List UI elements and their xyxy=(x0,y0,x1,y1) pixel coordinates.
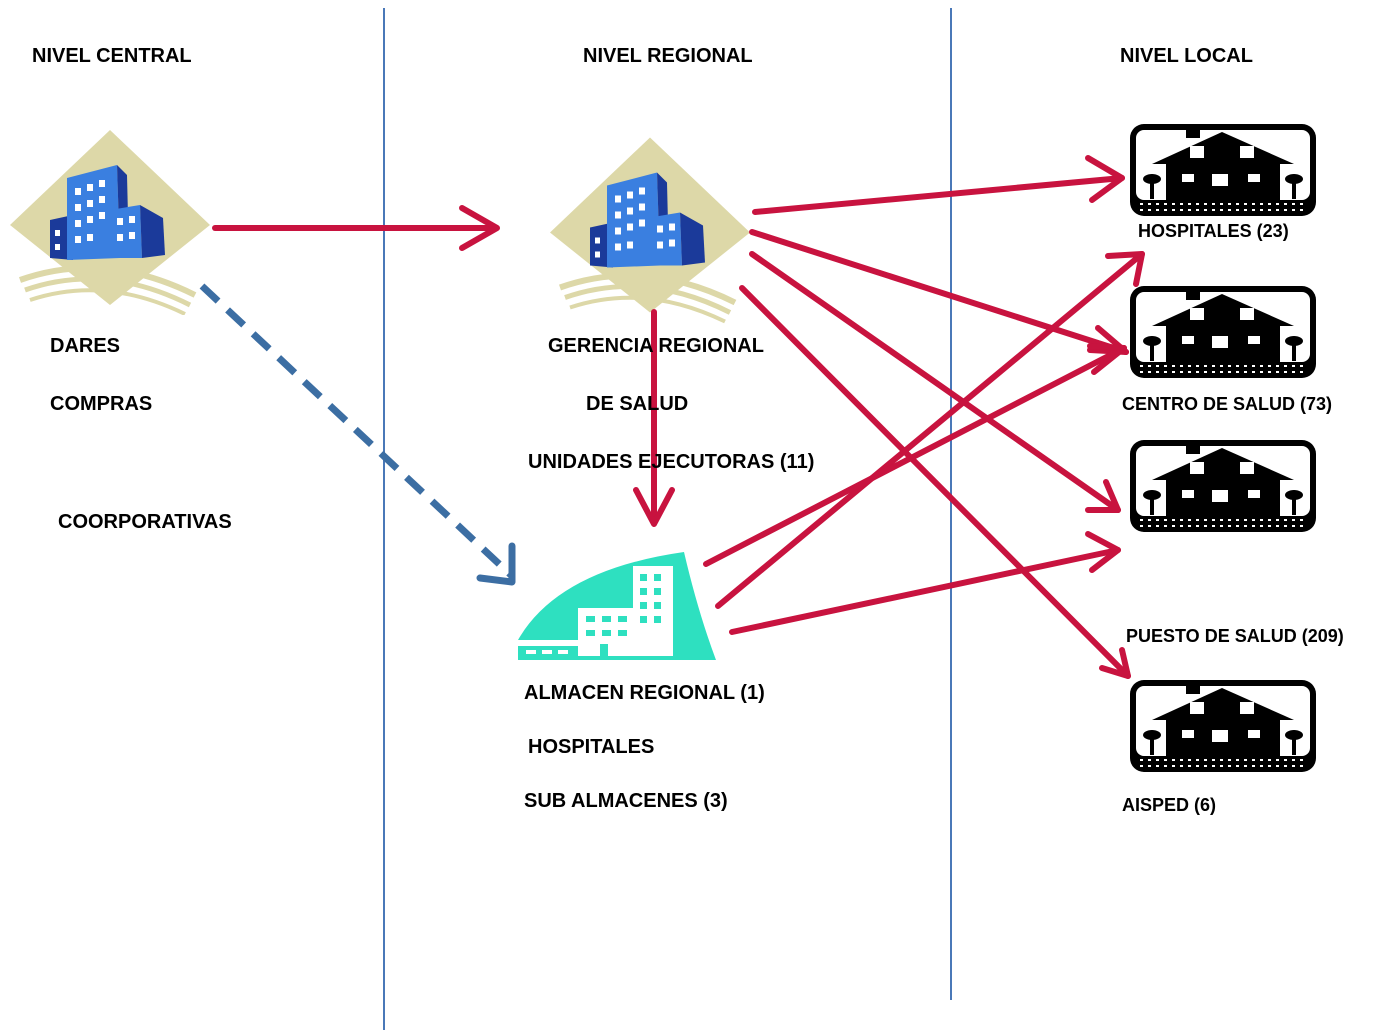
warehouse-icon xyxy=(518,552,718,673)
header-nivel-local: NIVEL LOCAL xyxy=(1120,45,1253,67)
column-divider-left xyxy=(383,8,385,1030)
almacen-label-regional: ALMACEN REGIONAL (1) xyxy=(524,682,765,704)
arrow-regional-to-puesto xyxy=(749,251,1121,513)
central-label-compras: COMPRAS xyxy=(50,393,153,415)
column-divider-right xyxy=(950,8,952,1000)
regional-label-gerencia: GERENCIA REGIONAL xyxy=(548,335,764,357)
arrow-regional-to-almacen xyxy=(633,309,675,527)
header-nivel-central: NIVEL CENTRAL xyxy=(32,45,192,67)
local-label-centro: CENTRO DE SALUD (73) xyxy=(1122,394,1333,414)
header-nivel-regional: NIVEL REGIONAL xyxy=(583,45,753,67)
arrow-almacen-to-puesto xyxy=(729,531,1121,635)
arrow-central-to-almacen-dashed xyxy=(199,283,516,586)
local-label-puesto: PUESTO DE SALUD (209) xyxy=(1126,626,1344,646)
almacen-label-subalmacenes: SUB ALMACENES (3) xyxy=(524,790,728,812)
arrow-regional-to-hospitales xyxy=(752,155,1125,215)
house-icon xyxy=(1130,124,1316,221)
almacen-label-hospitales: HOSPITALES xyxy=(528,736,655,758)
regional-label-unidades: UNIDADES EJECUTORAS (11) xyxy=(528,451,815,473)
office-building-icon xyxy=(545,130,755,335)
office-building-icon xyxy=(5,130,215,320)
central-label-coorporativas: COORPORATIVAS xyxy=(58,511,232,533)
arrow-almacen-to-hospitales xyxy=(715,251,1145,609)
arrow-almacen-to-centro xyxy=(703,343,1127,567)
arrow-regional-to-centro xyxy=(749,229,1129,355)
arrow-regional-to-aisped xyxy=(739,285,1131,679)
house-icon xyxy=(1130,680,1316,777)
house-icon xyxy=(1130,440,1316,537)
arrow-central-to-regional xyxy=(212,205,500,251)
local-label-aisped: AISPED (6) xyxy=(1122,795,1217,815)
regional-label-salud: DE SALUD xyxy=(586,393,689,415)
central-label-dares: DARES xyxy=(50,335,121,357)
local-label-hospitales: HOSPITALES (23) xyxy=(1138,221,1289,241)
house-icon xyxy=(1130,286,1316,383)
